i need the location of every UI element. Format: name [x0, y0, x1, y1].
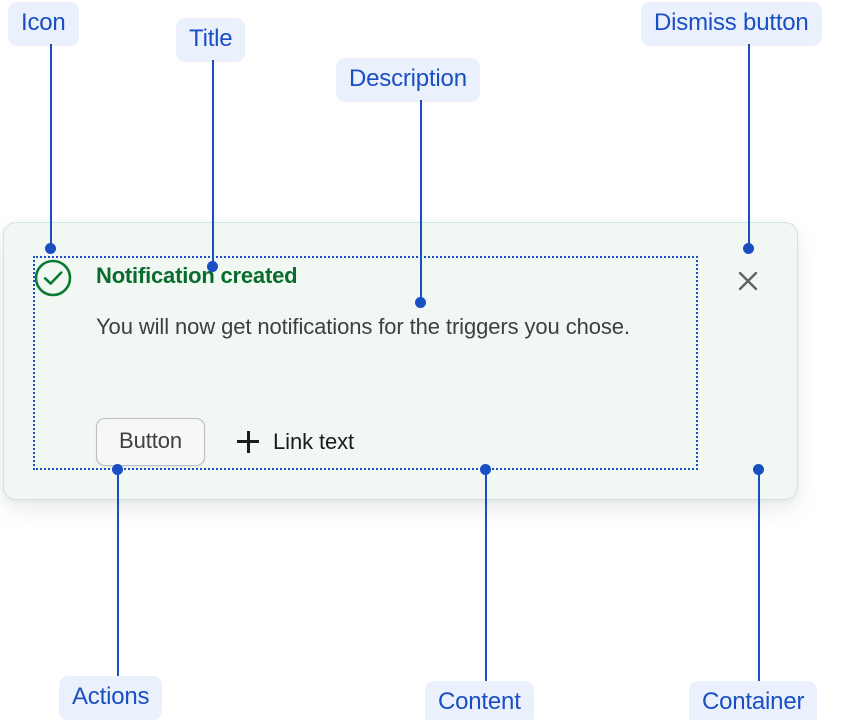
- leader-dot-container: [753, 464, 764, 475]
- leader-dot-dismiss: [743, 243, 754, 254]
- notification-title: Notification created: [96, 263, 298, 288]
- annotation-label-dismiss: Dismiss button: [641, 2, 822, 46]
- leader-line-actions: [117, 470, 119, 676]
- annotation-label-description: Description: [336, 58, 480, 102]
- leader-dot-actions: [112, 464, 123, 475]
- annotation-label-container: Container: [689, 681, 818, 720]
- action-link[interactable]: Link text: [237, 429, 354, 455]
- leader-dot-description: [415, 297, 426, 308]
- annotation-label-actions: Actions: [59, 676, 163, 720]
- notification-actions: Button Link text: [96, 418, 354, 466]
- plus-icon: [237, 431, 260, 453]
- check-circle-icon: [33, 258, 73, 298]
- annotation-label-icon: Icon: [8, 2, 79, 46]
- leader-line-content: [485, 470, 487, 681]
- leader-dot-title: [207, 261, 218, 272]
- leader-line-container: [758, 470, 760, 681]
- notification-description: You will now get notifications for the t…: [96, 314, 630, 339]
- leader-line-icon: [50, 44, 52, 248]
- leader-dot-content: [480, 464, 491, 475]
- annotation-label-content: Content: [425, 681, 534, 720]
- dismiss-button[interactable]: [729, 262, 767, 300]
- leader-line-description: [420, 100, 422, 302]
- action-button[interactable]: Button: [96, 418, 206, 466]
- action-link-label: Link text: [273, 429, 355, 454]
- annotation-label-title: Title: [176, 18, 246, 62]
- leader-line-title: [212, 60, 214, 266]
- leader-line-dismiss: [748, 44, 750, 248]
- leader-dot-icon: [45, 243, 56, 254]
- close-icon: [738, 271, 758, 291]
